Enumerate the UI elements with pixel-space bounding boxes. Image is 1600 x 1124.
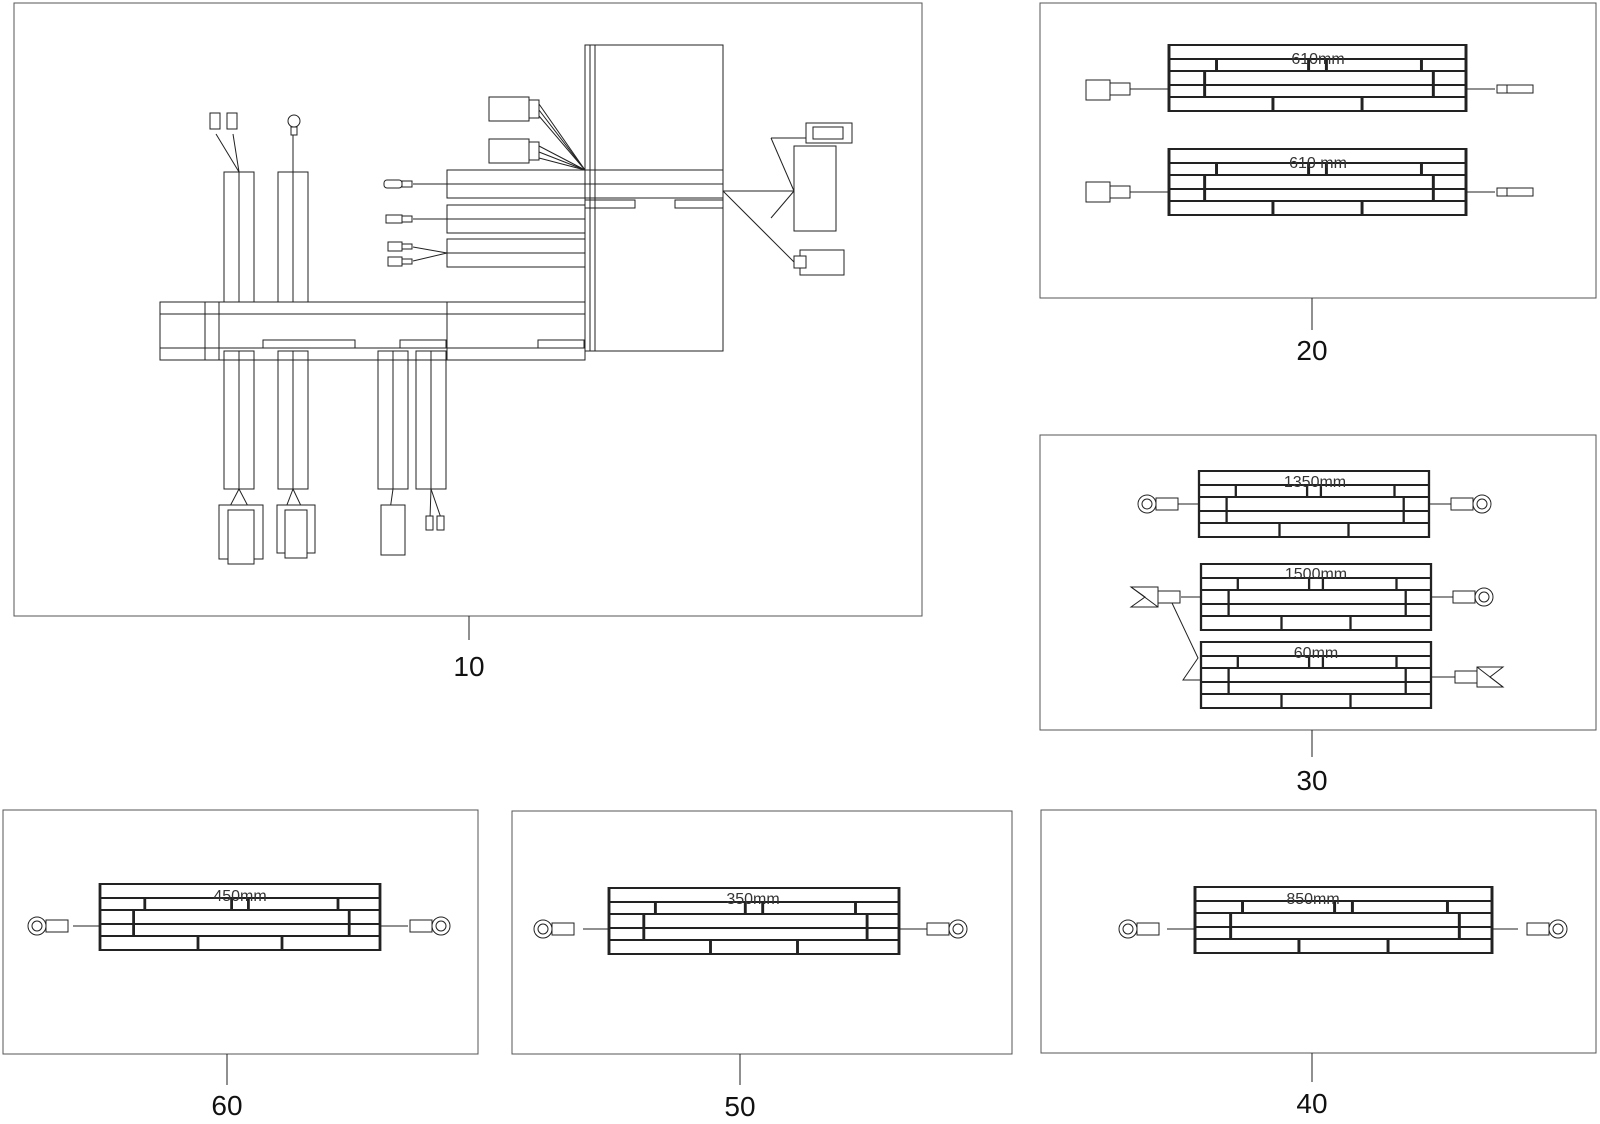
panel-10: 10 bbox=[13, 2, 923, 682]
cable-40: 850mm bbox=[1118, 885, 1568, 955]
callout-10: 10 bbox=[453, 651, 484, 682]
panel-60-frame bbox=[2, 809, 479, 1055]
cable-20b: 610 mm bbox=[1085, 147, 1534, 217]
callout-60: 60 bbox=[211, 1090, 242, 1121]
length-label-30a: 1350mm bbox=[1284, 474, 1346, 491]
cable-30c: 60mm bbox=[1171, 602, 1505, 710]
callout-20: 20 bbox=[1296, 335, 1327, 366]
length-label-60: 450mm bbox=[213, 888, 266, 905]
cable-30a: 1350mm bbox=[1137, 469, 1492, 539]
panel-10-frame bbox=[13, 2, 923, 617]
length-label-40: 850mm bbox=[1286, 891, 1339, 908]
panel-40: 850mm 40 bbox=[1040, 809, 1597, 1119]
panel-30: 1350mm 1500mm 60mm 30 bbox=[1039, 434, 1597, 796]
length-label-30c: 60mm bbox=[1294, 645, 1338, 662]
main-harness bbox=[159, 44, 853, 565]
panel-60: 450mm 60 bbox=[2, 809, 479, 1121]
callout-30: 30 bbox=[1296, 765, 1327, 796]
panel-50: 350mm 50 bbox=[511, 810, 1013, 1122]
cable-50: 350mm bbox=[533, 886, 968, 956]
panel-20-frame bbox=[1039, 2, 1597, 299]
length-label-50: 350mm bbox=[726, 891, 779, 908]
length-label-30b: 1500mm bbox=[1285, 566, 1347, 583]
callout-40: 40 bbox=[1296, 1088, 1327, 1119]
callout-50: 50 bbox=[724, 1091, 755, 1122]
cable-60: 450mm bbox=[27, 882, 451, 952]
cable-30b: 1500mm bbox=[1129, 562, 1494, 632]
length-label-20b: 610 mm bbox=[1289, 155, 1347, 172]
panel-40-frame bbox=[1040, 809, 1597, 1054]
panel-20: 610mm 610 mm 20 bbox=[1039, 2, 1597, 366]
length-label-20a: 610mm bbox=[1291, 51, 1344, 68]
cable-20a: 610mm bbox=[1085, 43, 1534, 113]
